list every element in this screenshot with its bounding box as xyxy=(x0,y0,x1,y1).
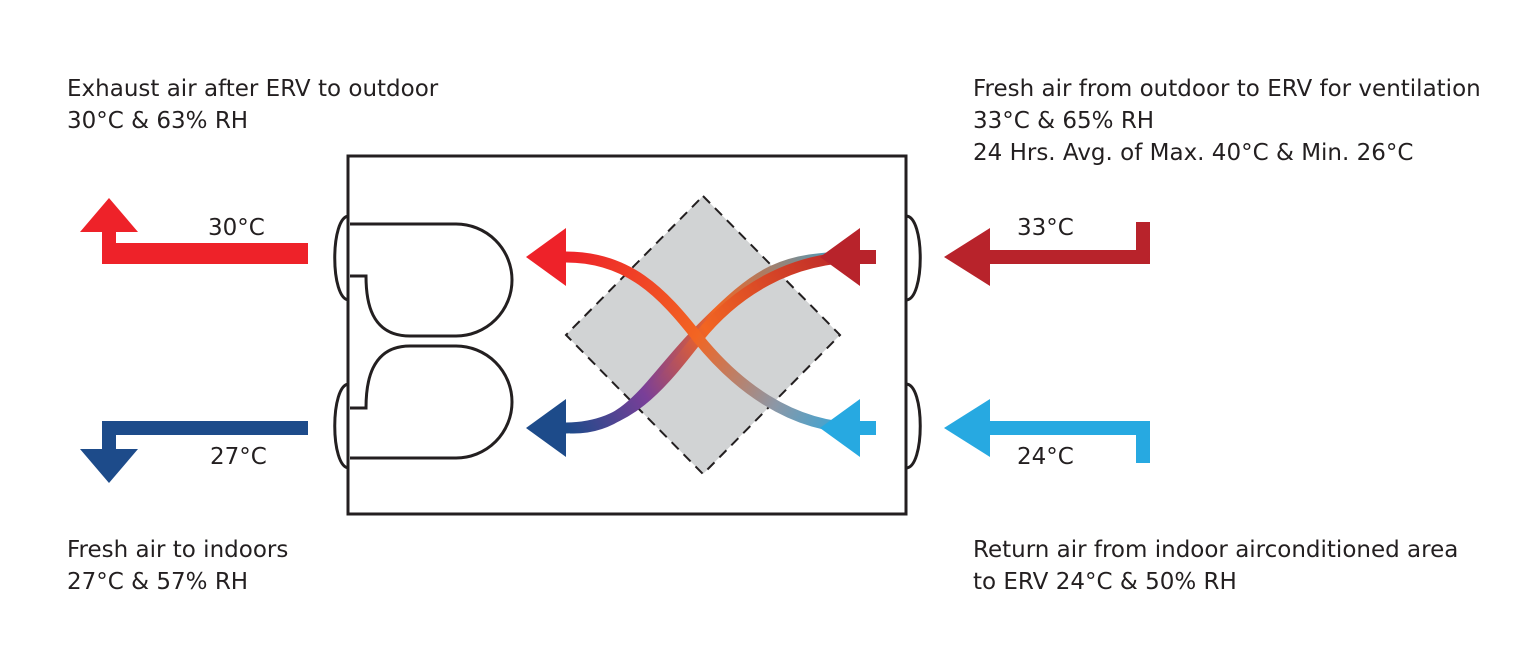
exhaust-air-conditions: 30°C & 63% RH xyxy=(67,108,249,134)
supply-fan xyxy=(350,344,514,460)
fresh-outdoor-air-average: 24 Hrs. Avg. of Max. 40°C & Min. 26°C xyxy=(973,140,1414,166)
supply-temp-label: 27°C xyxy=(210,444,267,470)
fresh-air-indoors-label: Fresh air to indoors 27°C & 57% RH xyxy=(67,534,288,598)
return-temp-label: 24°C xyxy=(1017,444,1074,470)
exhaust-air-arrow xyxy=(80,198,308,264)
internal-return-arrowhead xyxy=(820,399,860,457)
exhaust-fan xyxy=(350,222,514,338)
return-air-title: Return air from indoor airconditioned ar… xyxy=(973,537,1459,563)
exhaust-air-title: Exhaust air after ERV to outdoor xyxy=(67,76,439,102)
duct-collars xyxy=(333,214,922,470)
exhaust-temp-label: 30°C xyxy=(208,215,265,241)
internal-return-tail xyxy=(858,421,876,435)
internal-fresh-tail xyxy=(858,250,876,264)
fresh-in-temp-label: 33°C xyxy=(1017,215,1074,241)
exhaust-air-label: Exhaust air after ERV to outdoor 30°C & … xyxy=(67,73,438,137)
fresh-air-indoors-title: Fresh air to indoors xyxy=(67,537,289,563)
internal-exhaust-arrowhead xyxy=(526,228,566,286)
return-air-conditions: to ERV 24°C & 50% RH xyxy=(973,569,1237,595)
internal-supply-arrowhead xyxy=(526,399,566,457)
return-air-arrow xyxy=(944,399,1150,463)
fresh-air-indoors-conditions: 27°C & 57% RH xyxy=(67,569,249,595)
fresh-outdoor-air-title: Fresh air from outdoor to ERV for ventil… xyxy=(973,76,1481,102)
fresh-air-arrow xyxy=(944,222,1150,286)
curve-blue-to-orange xyxy=(565,251,861,434)
fresh-outdoor-air-label: Fresh air from outdoor to ERV for ventil… xyxy=(973,73,1481,169)
fresh-outdoor-air-conditions: 33°C & 65% RH xyxy=(973,108,1155,134)
supply-air-arrow xyxy=(80,421,308,483)
return-air-label: Return air from indoor airconditioned ar… xyxy=(973,534,1458,598)
internal-fresh-arrowhead xyxy=(820,228,860,286)
